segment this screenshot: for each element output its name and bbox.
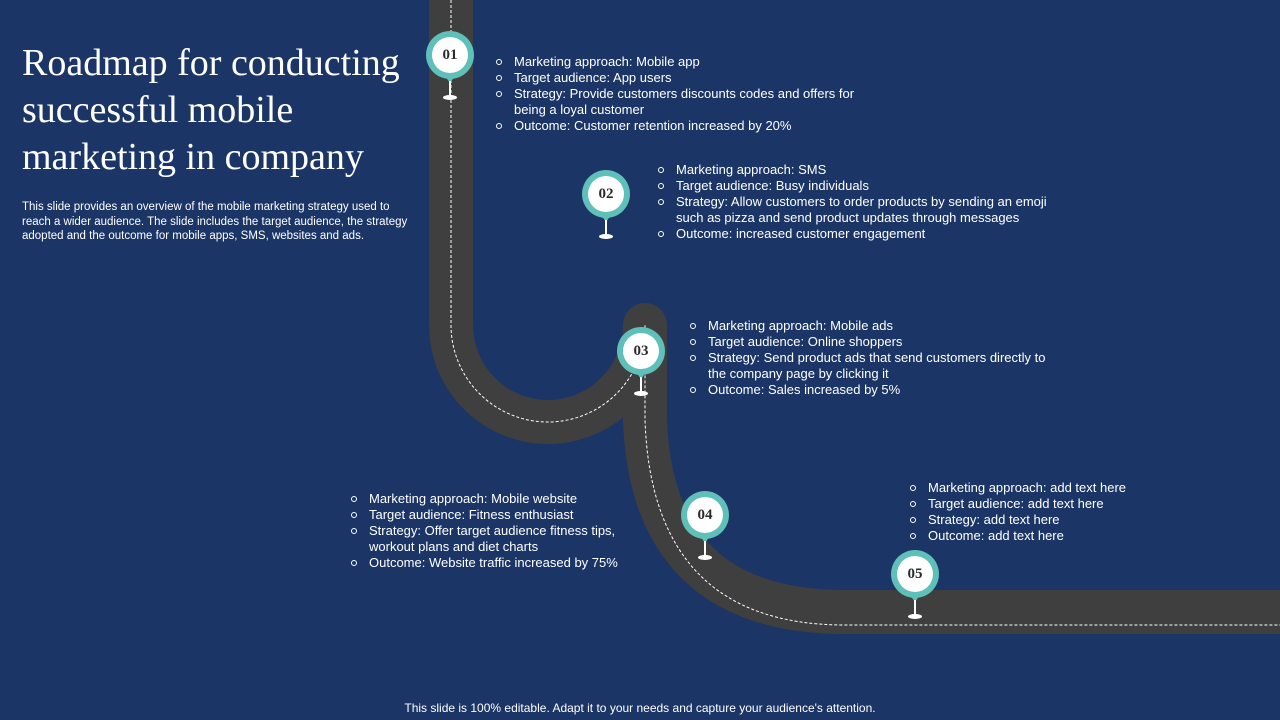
bullet-strategy: Strategy: Allow customers to order produ… [657, 194, 1065, 226]
bullet-outcome: Outcome: increased customer engagement [657, 226, 1065, 242]
milestone-03-details: Marketing approach: Mobile ads Target au… [689, 318, 1047, 398]
slide-description: This slide provides an overview of the m… [22, 201, 408, 242]
milestone-pin-05: 05 [891, 550, 939, 620]
bullet-approach: Marketing approach: Mobile ads [689, 318, 1047, 334]
milestone-pin-01: 01 [426, 31, 474, 101]
slide-footer: This slide is 100% editable. Adapt it to… [404, 701, 876, 715]
bullet-strategy: Strategy: Provide customers discounts co… [495, 86, 875, 118]
bullet-audience: Target audience: add text here [909, 496, 1169, 512]
road-center-line [450, 0, 1280, 626]
bullet-strategy: Strategy: Send product ads that send cus… [689, 350, 1047, 382]
milestone-number: 02 [588, 176, 624, 212]
bullet-outcome: Outcome: add text here [909, 528, 1169, 544]
bullet-audience: Target audience: Online shoppers [689, 334, 1047, 350]
milestone-04-details: Marketing approach: Mobile website Targe… [350, 491, 635, 571]
milestone-number: 01 [432, 37, 468, 73]
bullet-audience: Target audience: App users [495, 70, 875, 86]
milestone-pin-04: 04 [681, 491, 729, 561]
milestone-number: 05 [897, 556, 933, 592]
bullet-approach: Marketing approach: SMS [657, 162, 1065, 178]
bullet-approach: Marketing approach: add text here [909, 480, 1169, 496]
bullet-outcome: Outcome: Customer retention increased by… [495, 118, 875, 134]
bullet-audience: Target audience: Fitness enthusiast [350, 507, 635, 523]
bullet-outcome: Outcome: Website traffic increased by 75… [350, 555, 635, 571]
milestone-02-details: Marketing approach: SMS Target audience:… [657, 162, 1065, 242]
bullet-approach: Marketing approach: Mobile app [495, 54, 875, 70]
bullet-outcome: Outcome: Sales increased by 5% [689, 382, 1047, 398]
milestone-01-details: Marketing approach: Mobile app Target au… [495, 54, 875, 134]
bullet-approach: Marketing approach: Mobile website [350, 491, 635, 507]
bullet-strategy: Strategy: Offer target audience fitness … [350, 523, 635, 555]
slide-title: Roadmap for conducting successful mobile… [22, 42, 400, 178]
milestone-pin-02: 02 [582, 170, 630, 240]
milestone-number: 04 [687, 497, 723, 533]
milestone-05-details: Marketing approach: add text here Target… [909, 480, 1169, 544]
milestone-number: 03 [623, 333, 659, 369]
bullet-strategy: Strategy: add text here [909, 512, 1169, 528]
bullet-audience: Target audience: Busy individuals [657, 178, 1065, 194]
milestone-pin-03: 03 [617, 327, 665, 397]
